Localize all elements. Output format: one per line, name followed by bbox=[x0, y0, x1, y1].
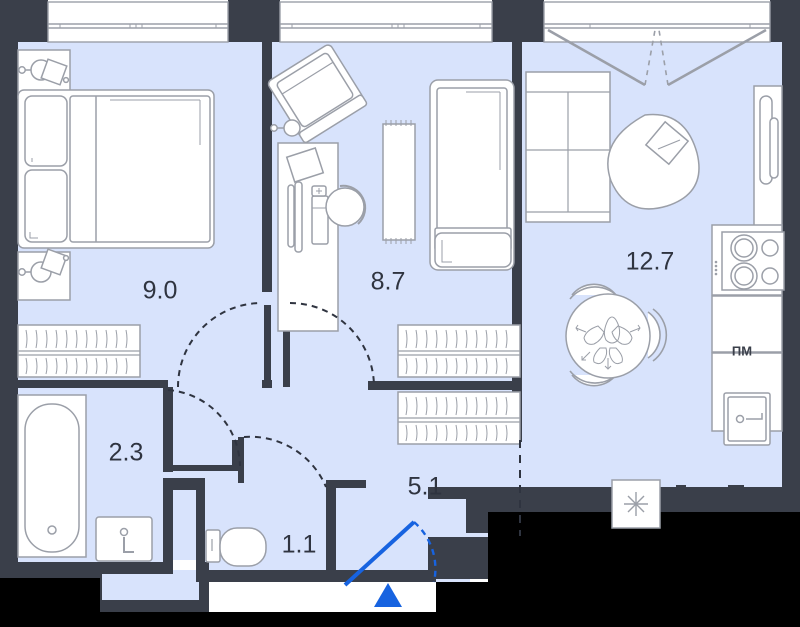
floor-lamp-living bbox=[270, 119, 301, 137]
armchair bbox=[267, 44, 368, 144]
wc-door-swing bbox=[243, 435, 327, 488]
furniture bbox=[17, 44, 785, 567]
windows bbox=[47, 1, 771, 87]
dishwasher-label: ПМ bbox=[732, 343, 752, 358]
balcony-fill-left bbox=[98, 570, 203, 605]
wall-wc-top bbox=[326, 480, 366, 488]
bathtub bbox=[17, 394, 87, 558]
desk-chair bbox=[325, 184, 367, 227]
door-leaf-bedroom bbox=[264, 305, 271, 387]
refrigerator bbox=[711, 352, 783, 446]
sofa-kitchen bbox=[525, 71, 611, 223]
area-label-living-room: 8.7 bbox=[371, 268, 406, 296]
area-label-bedroom: 9.0 bbox=[143, 277, 178, 305]
wall-bal-left-bottom bbox=[92, 600, 207, 612]
wall-wc-bottom bbox=[196, 570, 336, 582]
cooktop bbox=[711, 224, 785, 296]
shaft-bottom-right-b bbox=[436, 582, 496, 627]
area-label-kitchen: 12.7 bbox=[626, 248, 675, 276]
wall-bedroom-living bbox=[262, 42, 272, 292]
wall-top-left-corner bbox=[0, 0, 48, 42]
wall-bathroom-right bbox=[163, 387, 173, 472]
desk bbox=[277, 142, 339, 332]
bedroom-door-swing bbox=[177, 302, 263, 388]
wall-wardrobe-shelf bbox=[368, 381, 520, 390]
sofa-bed bbox=[429, 79, 515, 271]
wall-left-exterior bbox=[0, 42, 18, 572]
wardrobe-hall-upper bbox=[397, 324, 521, 378]
area-label-hallway: 5.1 bbox=[408, 473, 443, 501]
wall-wc-divider bbox=[163, 478, 205, 488]
washing-machine bbox=[611, 479, 661, 529]
shafts bbox=[0, 512, 800, 627]
washbasin bbox=[95, 516, 153, 562]
wall-bal-left-right bbox=[199, 562, 209, 612]
area-label-bathroom: 2.3 bbox=[109, 439, 144, 467]
wall-wc-jamb bbox=[238, 437, 244, 483]
wall-top-right-corner bbox=[770, 0, 800, 42]
nightstand-lamp-bottom bbox=[17, 248, 71, 301]
kitchen-sink bbox=[753, 85, 783, 241]
area-labels: 9.0 8.7 12.7 2.3 1.1 5.1 bbox=[109, 248, 675, 559]
radiator-living bbox=[382, 120, 416, 244]
shaft-bottom-mid bbox=[100, 612, 436, 627]
shaft-bottom-right bbox=[488, 512, 800, 627]
toilet bbox=[205, 527, 267, 567]
door-swings bbox=[167, 302, 521, 536]
living-room-window bbox=[279, 1, 493, 43]
bathroom-door-swing bbox=[167, 389, 241, 467]
wall-bathroom-right-b bbox=[163, 478, 173, 572]
door-leaf-living bbox=[283, 305, 290, 387]
wall-top-mullion-1 bbox=[228, 0, 280, 42]
wall-bal-right-frame bbox=[676, 485, 686, 533]
room-wc-fill bbox=[200, 487, 335, 577]
wardrobe-hall-lower bbox=[397, 391, 521, 445]
wall-bedroom-bottom bbox=[18, 380, 168, 388]
wall-living-kitchen bbox=[512, 42, 522, 442]
wall-hall-step bbox=[428, 537, 488, 579]
wall-wc-right-v bbox=[326, 487, 336, 582]
bedroom-window bbox=[47, 1, 229, 43]
dishwasher bbox=[711, 295, 783, 353]
wall-bathroom-jamb2 bbox=[232, 440, 238, 468]
coffee-table bbox=[607, 113, 700, 210]
entry-door[interactable] bbox=[343, 520, 437, 607]
wardrobe-bedroom bbox=[17, 324, 141, 378]
wall-right-exterior bbox=[782, 42, 800, 487]
living-room-door-swing bbox=[289, 302, 375, 388]
area-label-wc: 1.1 bbox=[282, 531, 317, 559]
wall-wc-left-v bbox=[196, 487, 205, 577]
shaft-bottom-left bbox=[0, 578, 100, 627]
wall-bathroom-jamb bbox=[168, 465, 238, 471]
wall-top-mullion-2 bbox=[492, 0, 544, 42]
double-bed bbox=[17, 89, 215, 249]
dining-table bbox=[565, 293, 651, 379]
kitchen-balcony-door[interactable] bbox=[543, 1, 771, 87]
